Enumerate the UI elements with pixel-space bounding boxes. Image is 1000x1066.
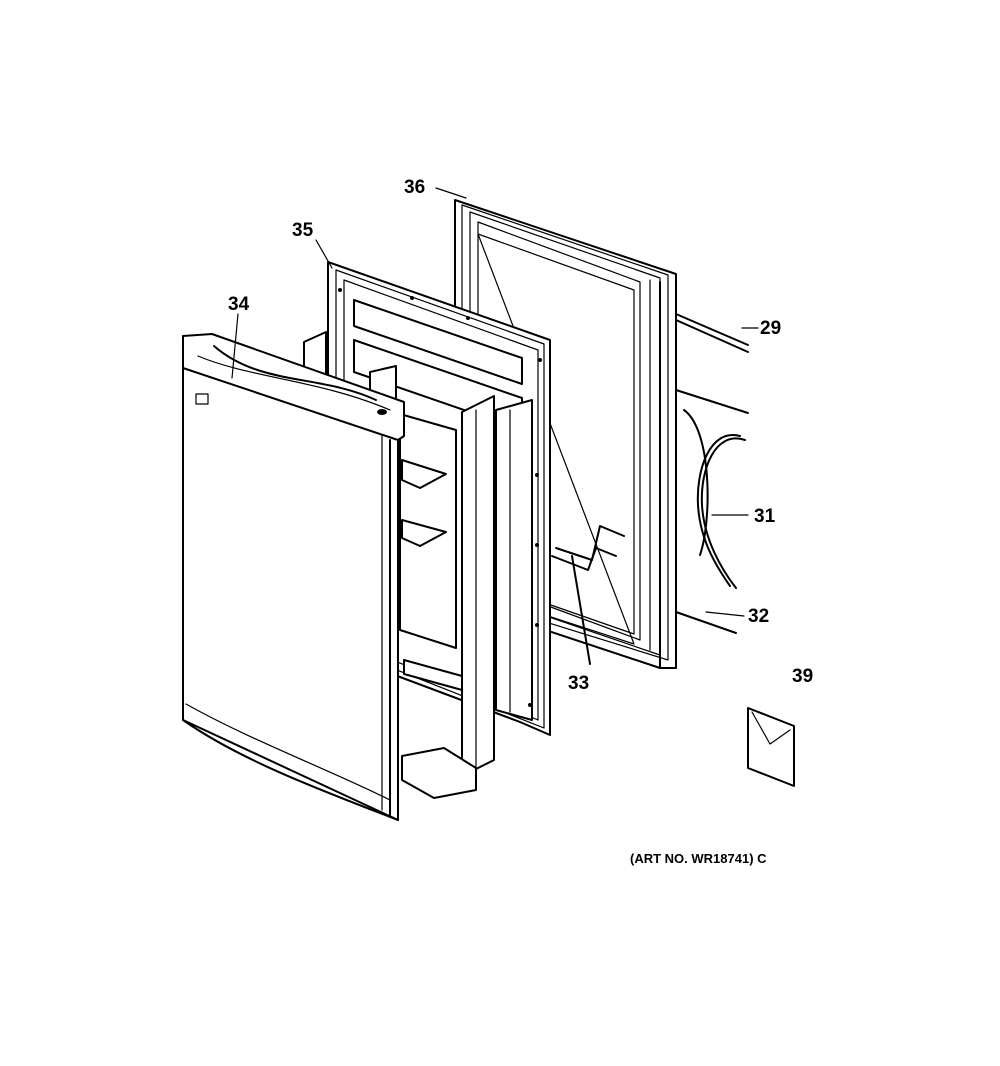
part-31-spring (675, 389, 749, 589)
part-32-rod (675, 611, 737, 634)
callout-32: 32 (748, 606, 769, 627)
part-39-literature (747, 707, 795, 787)
callout-35: 35 (292, 220, 314, 241)
door-bin-assembly (303, 331, 495, 799)
callout-39: 39 (792, 666, 813, 687)
art-number: (ART NO. WR18741) C (630, 851, 767, 866)
callout-33: 33 (568, 673, 589, 694)
callout-31: 31 (754, 506, 776, 527)
callout-29: 29 (760, 318, 781, 339)
callout-36: 36 (404, 177, 425, 198)
part-33-bracket (551, 525, 625, 665)
screw-holes (338, 288, 542, 707)
leader-lines (231, 187, 759, 617)
callout-34: 34 (228, 294, 250, 315)
part-34-outer-door (182, 333, 405, 821)
